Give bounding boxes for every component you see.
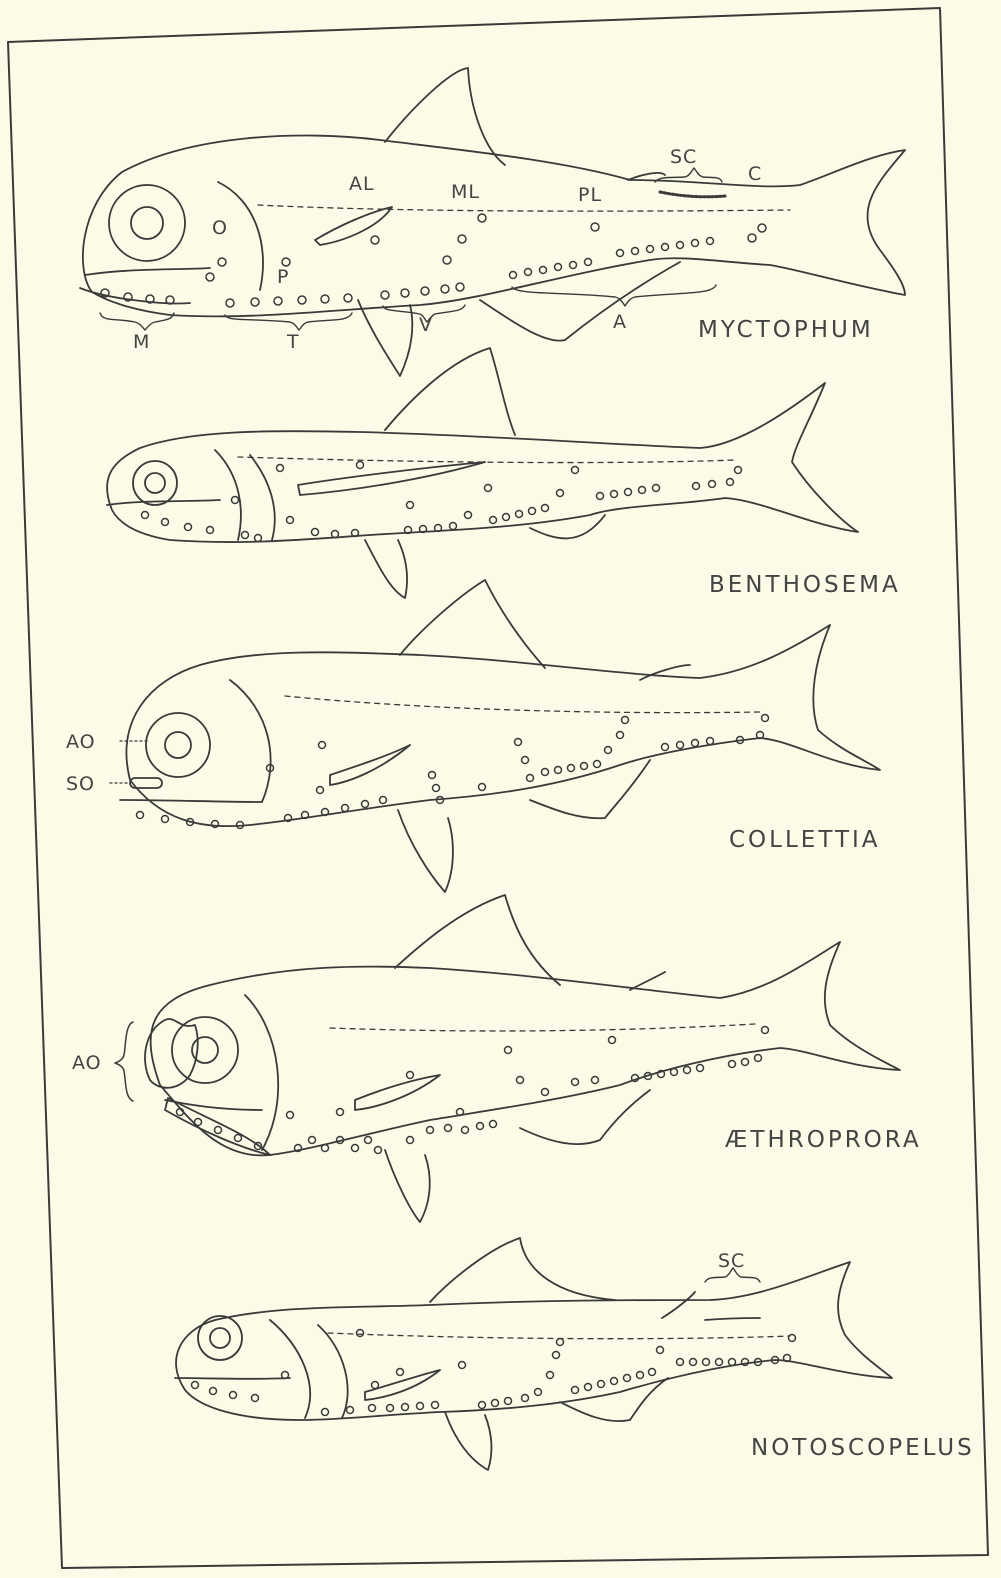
pectoral-fin bbox=[355, 1075, 440, 1110]
label-pl: PL bbox=[578, 184, 602, 206]
bracket-m bbox=[100, 313, 174, 330]
label-p: P bbox=[277, 266, 289, 288]
eye-outer bbox=[198, 1316, 242, 1360]
photophores bbox=[192, 1330, 796, 1416]
pelvic-fin bbox=[365, 540, 407, 598]
lateral-line bbox=[285, 696, 760, 713]
body-outline bbox=[151, 942, 900, 1155]
label-o: O bbox=[212, 217, 228, 239]
fish-benthosema bbox=[107, 348, 858, 598]
adipose-fin bbox=[630, 972, 665, 990]
species-name-myctophum: MYCTOPHUM bbox=[698, 317, 874, 343]
lateral-line bbox=[238, 457, 735, 463]
label-v: V bbox=[419, 314, 433, 336]
species-name-benthosema: BENTHOSEMA bbox=[709, 572, 901, 598]
label-c: C bbox=[748, 163, 762, 185]
eye-inner bbox=[165, 732, 191, 758]
eye-inner bbox=[210, 1328, 230, 1348]
pelvic-fin bbox=[398, 810, 453, 892]
species-name-aethroprora: ÆTHROPRORA bbox=[725, 1127, 922, 1153]
label-m: M bbox=[133, 331, 150, 353]
lateral-line bbox=[258, 205, 790, 211]
label-sc-bottom: SC bbox=[718, 1250, 745, 1272]
eye-outer bbox=[172, 1017, 238, 1083]
body-outline bbox=[83, 135, 905, 316]
label-ml: ML bbox=[451, 181, 480, 203]
fish-aethroprora bbox=[115, 895, 900, 1222]
label-sc-top: SC bbox=[670, 146, 697, 168]
species-name-notoscopelus: NOTOSCOPELUS bbox=[751, 1435, 975, 1461]
body-outline bbox=[126, 625, 880, 826]
label-a: A bbox=[613, 311, 627, 333]
mouth bbox=[120, 800, 262, 802]
operculum bbox=[245, 995, 278, 1150]
dorsal-fin bbox=[430, 1238, 615, 1302]
label-so: SO bbox=[66, 773, 95, 795]
lateral-line bbox=[328, 1333, 790, 1339]
eye-outer bbox=[109, 185, 185, 261]
label-al: AL bbox=[349, 173, 375, 195]
mouth bbox=[85, 268, 210, 275]
pectoral-fin bbox=[330, 745, 410, 785]
eye-inner bbox=[145, 473, 165, 493]
label-ao-aethroprora: AO bbox=[72, 1052, 102, 1074]
label-t: T bbox=[287, 331, 300, 353]
dorsal-fin bbox=[385, 348, 515, 435]
eye-outer bbox=[133, 461, 177, 505]
mouth bbox=[175, 1378, 290, 1379]
operculum bbox=[230, 680, 271, 802]
photophores bbox=[177, 1027, 769, 1154]
pelvic-fin bbox=[385, 1150, 430, 1222]
operculum-2 bbox=[250, 455, 275, 540]
label-ao-collettia: AO bbox=[66, 731, 96, 753]
anal-fin bbox=[520, 1090, 650, 1144]
dorsal-fin bbox=[385, 68, 505, 165]
operculum-2 bbox=[318, 1325, 348, 1418]
eye-inner bbox=[192, 1037, 218, 1063]
operculum bbox=[270, 1320, 310, 1418]
lateral-line bbox=[330, 1024, 755, 1031]
body-outline bbox=[176, 1262, 892, 1420]
pelvic-fin bbox=[445, 1412, 491, 1470]
operculum bbox=[215, 450, 241, 540]
ao-brace bbox=[115, 1022, 133, 1101]
eye-inner bbox=[131, 207, 163, 239]
species-name-collettia: COLLETTIA bbox=[729, 827, 881, 853]
photophores bbox=[137, 715, 769, 829]
photophores bbox=[101, 214, 766, 307]
anal-fin bbox=[530, 760, 650, 818]
eye-outer bbox=[146, 713, 210, 777]
sc-organ bbox=[660, 192, 725, 197]
adipose-fin bbox=[662, 1292, 695, 1318]
sc-organ bbox=[705, 1318, 760, 1320]
pectoral-fin bbox=[298, 462, 485, 495]
pectoral-fin bbox=[315, 207, 392, 245]
